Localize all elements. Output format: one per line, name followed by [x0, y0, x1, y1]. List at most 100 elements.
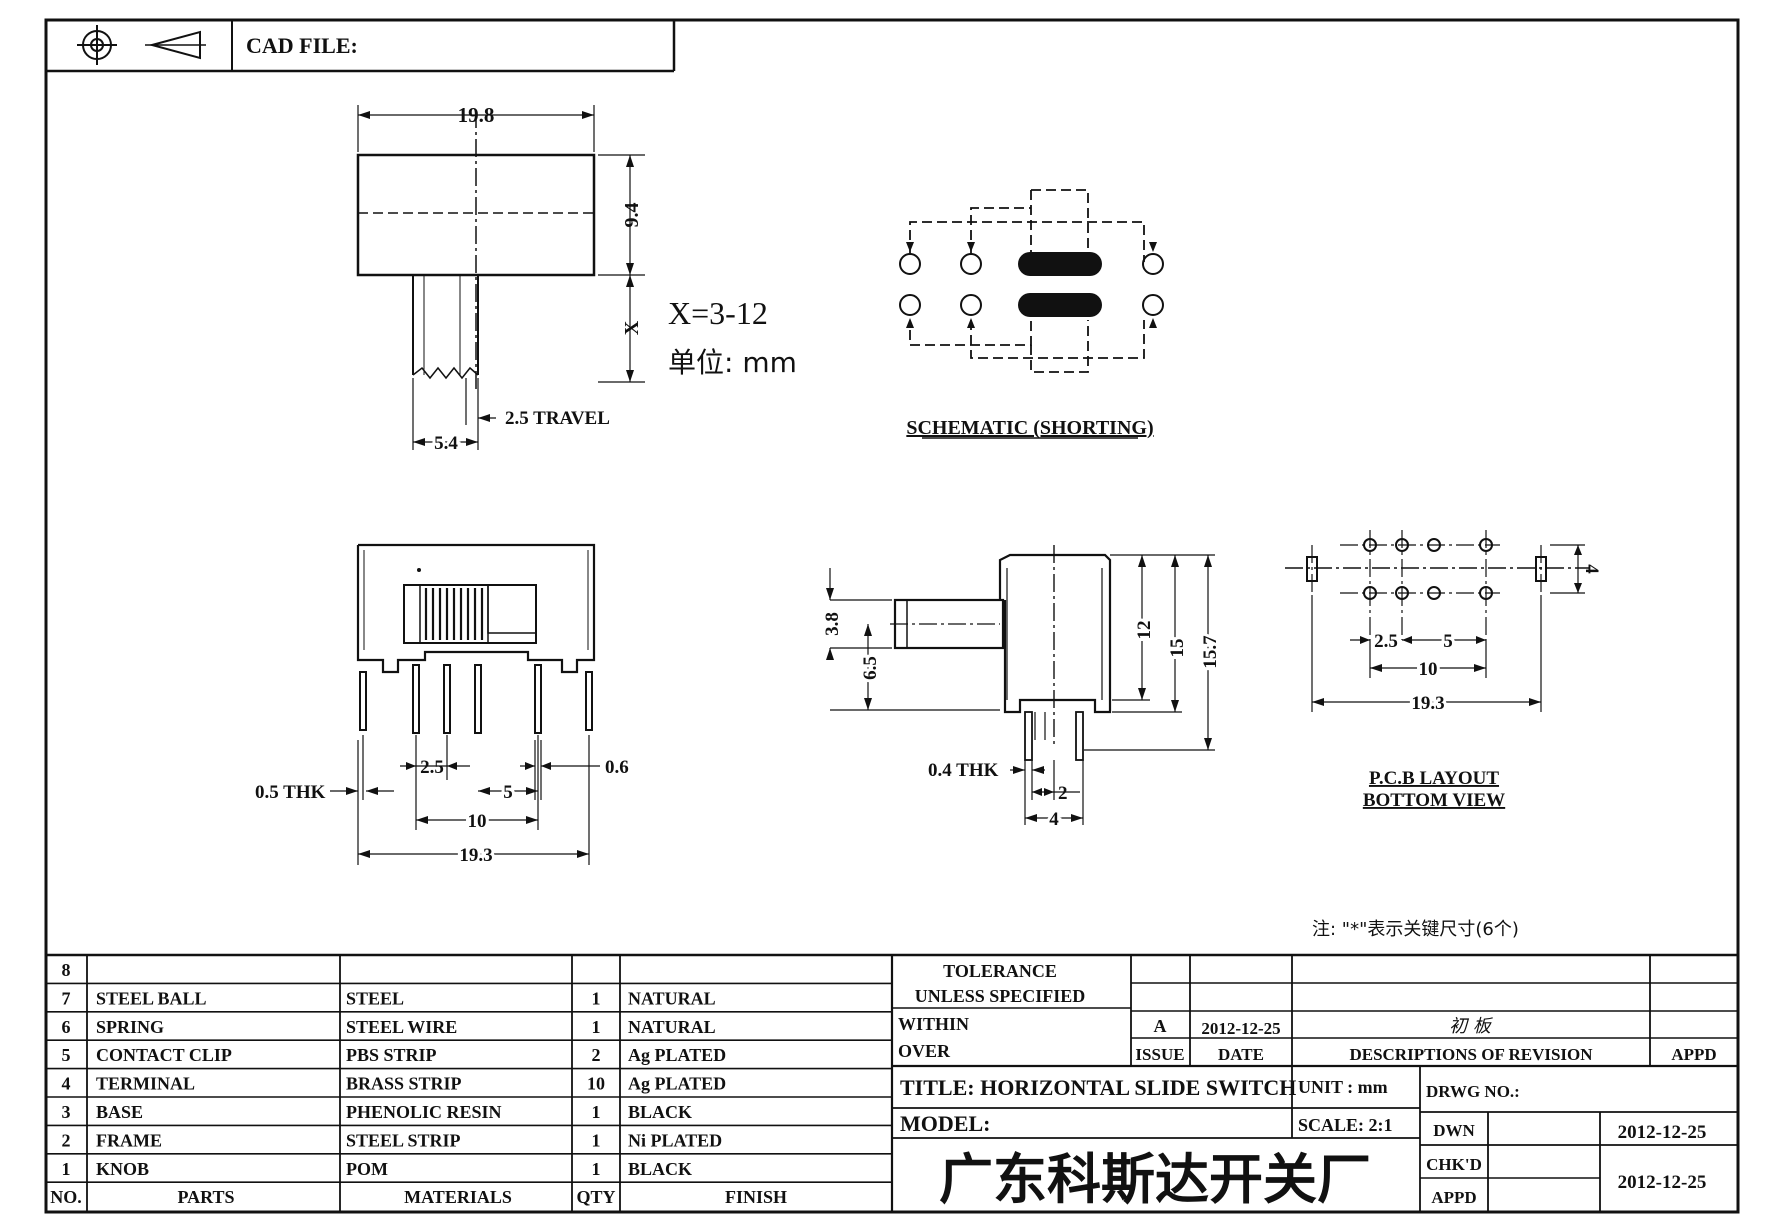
- pcb-title-line2: BOTTOM VIEW: [1363, 790, 1505, 811]
- front-pitch-large-halo: 5: [503, 782, 513, 803]
- bom-cell-finish: Ni PLATED: [628, 1130, 722, 1150]
- company-name: 广东科斯达开关厂: [939, 1148, 1371, 1211]
- schematic-diagram: SCHEMATIC (SHORTING): [899, 189, 1164, 439]
- front-pitch-large: 5: [503, 782, 513, 803]
- bom-cell-parts: STEEL BALL: [96, 988, 207, 1008]
- pcb-pitch-large-halo: 5: [1443, 631, 1453, 652]
- bom-cell-finish: Ag PLATED: [628, 1045, 726, 1065]
- dwn-label: DWN: [1433, 1121, 1475, 1140]
- bom-row: 2 FRAME STEEL STRIP 1 Ni PLATED: [62, 1130, 723, 1150]
- bom-cell-no: 2: [62, 1130, 71, 1150]
- side-dim-b: 6.5: [860, 656, 881, 680]
- top-height-dim: 9.4: [621, 203, 643, 228]
- travel-label: 2.5 TRAVEL: [505, 408, 610, 429]
- bom-cell-materials: BRASS STRIP: [346, 1074, 462, 1094]
- bom-cell-finish: Ag PLATED: [628, 1074, 726, 1094]
- bom-cell-no: 7: [62, 988, 71, 1008]
- dwn-date: 2012-12-25: [1618, 1122, 1707, 1143]
- bom-table: 8 7 STEEL BALL STEEL 1 NATURAL 6 SPRING STEEL WI…: [46, 953, 1738, 1212]
- bom-cell-parts: CONTACT CLIP: [96, 1045, 232, 1065]
- bom-cell-qty: 1: [592, 1017, 601, 1037]
- descriptions-label: DESCRIPTIONS OF REVISION: [1349, 1045, 1593, 1064]
- pcb-pitch-large: 5: [1443, 631, 1453, 652]
- front-view: 0.5 THK 2.5 5 5 0.6 10 10 19.3 1: [255, 543, 629, 869]
- bom-cell-materials: STEEL: [346, 988, 404, 1008]
- bom-cell-parts: KNOB: [96, 1159, 149, 1179]
- pcb-title-line1: P.C.B LAYOUT: [1369, 768, 1499, 789]
- bom-cell-finish: BLACK: [628, 1159, 692, 1179]
- bom-cell-qty: 1: [592, 1102, 601, 1122]
- footnote: 注: "*"表示关键尺寸(6个): [1312, 919, 1519, 940]
- bom-row: 1 KNOB POM 1 BLACK: [62, 1159, 693, 1179]
- bom-cell-finish: NATURAL: [628, 988, 716, 1008]
- pcb-pin-span-halo: 10: [1419, 659, 1438, 680]
- bom-row: 7 STEEL BALL STEEL 1 NATURAL: [62, 988, 716, 1008]
- bom-header-materials: MATERIALS: [404, 1187, 512, 1207]
- date-label: DATE: [1218, 1045, 1264, 1064]
- side-view: 3.8 6.5 6.5 12 12 15 15 15.7 15.7 0.4 TH…: [822, 545, 1224, 833]
- unit-label: UNIT : mm: [1298, 1077, 1388, 1097]
- crosshair-target-icon: [77, 25, 117, 65]
- top-width-dim: 19.8: [458, 103, 495, 127]
- side-dim-e-halo: 15.7: [1200, 635, 1221, 669]
- side-dim-d: 15: [1167, 639, 1188, 658]
- schematic-title: SCHEMATIC (SHORTING): [906, 417, 1153, 439]
- over-label: OVER: [898, 1041, 951, 1061]
- side-dim-e: 15.7: [1200, 635, 1221, 669]
- bom-cell-finish: NATURAL: [628, 1017, 716, 1037]
- side-dim-g: 4: [1049, 809, 1059, 830]
- bom-cell-no: 4: [62, 1074, 71, 1094]
- issue-value: A: [1154, 1016, 1167, 1036]
- side-dim-a: 3.8: [822, 612, 843, 636]
- third-angle-projection-icon: [145, 30, 206, 60]
- side-dim-c-halo: 12: [1134, 621, 1155, 640]
- bom-cell-no: 3: [62, 1102, 71, 1122]
- within-label: WITHIN: [898, 1014, 969, 1034]
- revision-description: 初 板: [1449, 1016, 1494, 1037]
- scale-label: SCALE: 2:1: [1298, 1115, 1393, 1135]
- appd-label: APPD: [1671, 1045, 1716, 1064]
- bom-cell-finish: BLACK: [628, 1102, 692, 1122]
- bom-cell-parts: SPRING: [96, 1017, 164, 1037]
- model-label: MODEL:: [900, 1111, 990, 1136]
- drwg-no-label: DRWG NO.:: [1426, 1082, 1520, 1101]
- actuator-dim: 5.4: [434, 433, 458, 454]
- bom-cell-no: 5: [62, 1045, 71, 1065]
- top-x-dim: X: [621, 320, 643, 335]
- front-pin-span-halo: 10: [468, 811, 487, 832]
- chkd-date: 2012-12-25: [1618, 1172, 1707, 1193]
- side-thk-label: 0.4 THK: [928, 760, 999, 781]
- actuator-dim-halo: 5.4: [434, 433, 458, 454]
- bom-header-qty: QTY: [576, 1187, 615, 1207]
- side-dim-f: 2: [1058, 783, 1068, 804]
- front-pin-width: 0.6: [605, 757, 629, 778]
- bom-header-parts: PARTS: [177, 1187, 234, 1207]
- pcb-dim-h: 4: [1581, 564, 1602, 574]
- bom-cell-qty: 1: [592, 988, 601, 1008]
- chkd-label: CHK'D: [1426, 1155, 1482, 1174]
- x-range-note: X=3-12: [668, 295, 768, 331]
- unless-specified-label: UNLESS SPECIFIED: [915, 986, 1086, 1006]
- bom-cell-no: 1: [62, 1159, 71, 1179]
- bom-cell-no: 6: [62, 1017, 71, 1037]
- bom-header-no: NO.: [50, 1187, 82, 1207]
- bom-cell-qty: 1: [592, 1130, 601, 1150]
- revision-date: 2012-12-25: [1201, 1019, 1280, 1038]
- front-pin-span: 10: [468, 811, 487, 832]
- side-dim-c: 12: [1134, 621, 1155, 640]
- bom-cell-materials: PBS STRIP: [346, 1045, 437, 1065]
- bom-cell-no: 8: [62, 960, 71, 980]
- unit-note: 单位: mm: [668, 346, 797, 379]
- appd-sign-label: APPD: [1431, 1188, 1476, 1207]
- bom-cell-materials: POM: [346, 1159, 388, 1179]
- bom-header-finish: FINISH: [725, 1187, 787, 1207]
- bom-cell-materials: STEEL STRIP: [346, 1130, 461, 1150]
- bom-cell-parts: FRAME: [96, 1130, 162, 1150]
- pcb-pitch-small: 2.5: [1374, 631, 1398, 652]
- bom-cell-materials: PHENOLIC RESIN: [346, 1102, 502, 1122]
- bom-cell-qty: 1: [592, 1159, 601, 1179]
- bom-cell-parts: TERMINAL: [96, 1074, 195, 1094]
